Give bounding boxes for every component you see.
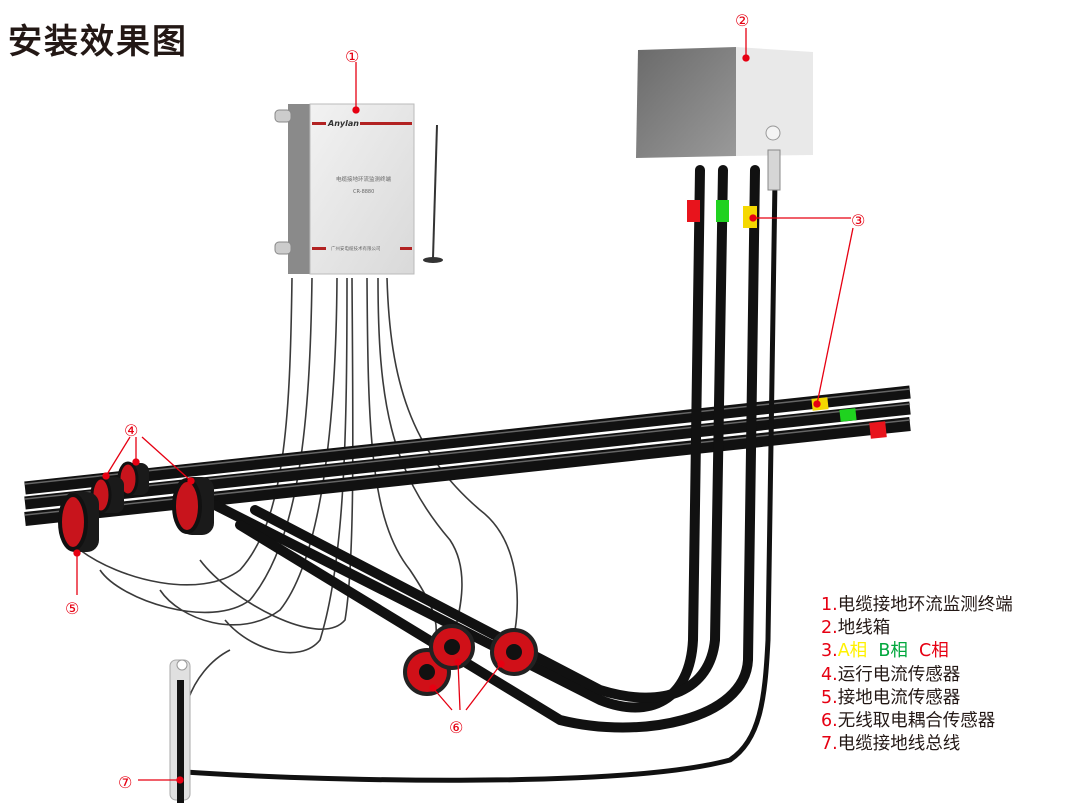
ground-current-sensor <box>58 492 99 552</box>
legend-item-2: 2.地线箱 <box>821 618 891 639</box>
callout-5: ⑤ <box>65 599 79 618</box>
legend: 1.电缆接地环流监测终端 2.地线箱 3.A相 B相 C相 4.运行电流传感器 … <box>821 594 1013 756</box>
legend-item-5: 5.接地电流传感器 <box>821 687 961 708</box>
callout-3: ③ <box>851 211 865 230</box>
riser-cables <box>210 165 760 733</box>
callout-labels: ① ② ③ ④ ⑤ ⑥ ⑦ <box>65 11 865 792</box>
phase-c-label: C相 <box>918 641 949 662</box>
ring-sensors-trunk <box>58 461 214 552</box>
sensor-wires <box>79 277 519 701</box>
phase-a-label: A相 <box>837 641 868 662</box>
ground-bus-clamp <box>169 659 191 803</box>
coupling-sensors <box>403 624 538 696</box>
legend-item-4: 4.运行电流传感器 <box>821 664 961 685</box>
run-current-sensor <box>117 461 149 497</box>
phase-b-band <box>839 408 857 422</box>
horizontal-cable-bundle <box>24 385 911 526</box>
device-brand: Anylan <box>327 119 359 128</box>
device-manufacturer: 广州安电缆技术有限公司 <box>331 245 381 252</box>
legend-item-1: 1.电缆接地环流监测终端 <box>821 595 1013 615</box>
antenna <box>432 124 438 259</box>
riser-phase-b-band <box>716 200 729 222</box>
device-name: 电缆接地环流监测终端 <box>336 175 392 183</box>
page-title: 安装效果图 <box>8 22 188 62</box>
run-current-sensor <box>172 477 214 535</box>
monitoring-terminal: Anylan 电缆接地环流监测终端 CR-8880 广州安电缆技术有限公司 <box>274 103 443 275</box>
callout-4: ④ <box>124 421 138 440</box>
ground-bus-cable <box>184 179 778 783</box>
riser-phase-c-band <box>687 200 700 222</box>
callout-7: ⑦ <box>118 773 132 792</box>
legend-item-6: 6.无线取电耦合传感器 <box>821 711 996 732</box>
phase-c-band <box>869 421 887 439</box>
callout-6: ⑥ <box>449 718 463 737</box>
callout-leaders <box>73 28 854 784</box>
callout-1: ① <box>345 47 359 66</box>
callout-2: ② <box>735 11 749 30</box>
legend-item-7: 7.电缆接地线总线 <box>821 734 961 755</box>
grounding-box <box>636 47 813 191</box>
legend-item-3: 3.A相 B相 C相 <box>821 641 949 662</box>
device-model: CR-8880 <box>353 189 374 195</box>
phase-b-label: B相 <box>878 641 908 662</box>
